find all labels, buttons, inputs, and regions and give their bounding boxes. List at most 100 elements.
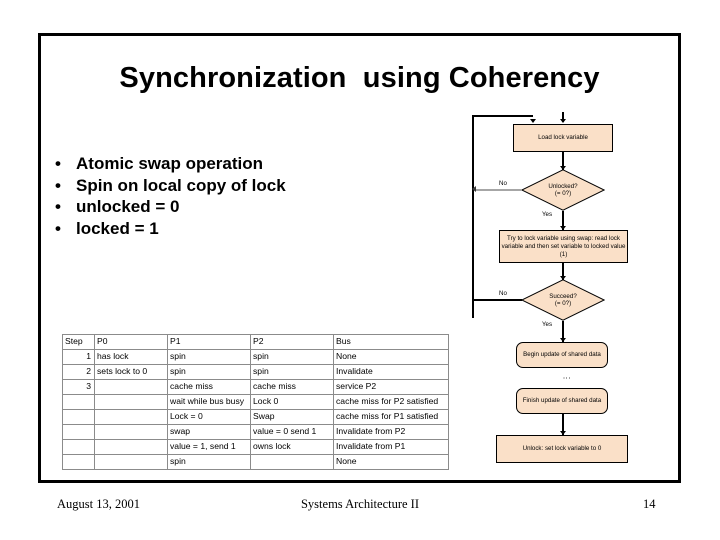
connector-load-to-unlocked bbox=[562, 152, 564, 170]
table-row: 2 sets lock to 0 spin spin Invalidate bbox=[62, 364, 449, 380]
decision-unlocked: Unlocked? (= 0?) bbox=[521, 169, 605, 211]
table-row: 1 has lock spin spin None bbox=[62, 349, 449, 365]
label-no-unlocked: No bbox=[499, 180, 507, 187]
label-yes-unlocked: Yes bbox=[542, 211, 553, 218]
cell-p2: value = 0 send 1 bbox=[250, 424, 334, 440]
cell-p1: spin bbox=[167, 349, 251, 365]
cell-p1: swap bbox=[167, 424, 251, 440]
cell-step bbox=[62, 439, 95, 455]
cell-p1: wait while bus busy bbox=[167, 394, 251, 410]
arrow-to-unlocked bbox=[559, 166, 566, 170]
cell-p2: spin bbox=[250, 349, 334, 365]
table-row: Lock = 0 Swap cache miss for P1 satisfie… bbox=[62, 409, 449, 425]
cell-p1: spin bbox=[167, 454, 251, 470]
cell-step bbox=[62, 394, 95, 410]
table-row: 3 cache miss cache miss service P2 bbox=[62, 379, 449, 395]
cell-p2: spin bbox=[250, 364, 334, 380]
label-yes-succeed: Yes bbox=[542, 321, 553, 328]
cell-bus: Invalidate from P1 bbox=[333, 439, 449, 455]
bullet-text: Spin on local copy of lock bbox=[76, 175, 286, 195]
cell-step: 2 bbox=[62, 364, 95, 380]
decision-unlocked-label: Unlocked? (= 0?) bbox=[548, 182, 578, 198]
branch-yes-succeed bbox=[562, 321, 564, 342]
cell-step bbox=[62, 424, 95, 440]
column-header-step: Step bbox=[62, 334, 95, 350]
decision-succeed-label: Succeed? (= 0?) bbox=[549, 292, 577, 308]
cell-p0 bbox=[94, 379, 168, 395]
table-row: swap value = 0 send 1 Invalidate from P2 bbox=[62, 424, 449, 440]
cell-p1: Lock = 0 bbox=[167, 409, 251, 425]
table-header-row: Step P0 P1 P2 Bus bbox=[62, 334, 449, 350]
arrow-to-succeed bbox=[559, 276, 566, 280]
table-row: spin None bbox=[62, 454, 449, 470]
cell-p2: Swap bbox=[250, 409, 334, 425]
arrow-entry bbox=[559, 119, 566, 123]
cell-p0: sets lock to 0 bbox=[94, 364, 168, 380]
cell-step: 3 bbox=[62, 379, 95, 395]
column-header-p1: P1 bbox=[167, 334, 251, 350]
cell-bus: cache miss for P2 satisfied bbox=[333, 394, 449, 410]
branch-no-unlocked bbox=[476, 189, 522, 191]
connector-trylock-to-succeed bbox=[562, 263, 564, 280]
cell-bus: cache miss for P1 satisfied bbox=[333, 409, 449, 425]
cell-p0 bbox=[94, 394, 168, 410]
list-item: • Atomic swap operation bbox=[55, 154, 295, 175]
cell-p0 bbox=[94, 439, 168, 455]
node-begin-update: Begin update of shared data bbox=[516, 342, 608, 368]
arrow-to-unlock bbox=[559, 431, 566, 435]
cell-p2: Lock 0 bbox=[250, 394, 334, 410]
cell-step bbox=[62, 409, 95, 425]
decision-succeed: Succeed? (= 0?) bbox=[521, 279, 605, 321]
node-unlock: Unlock: set lock variable to 0 bbox=[496, 435, 628, 463]
list-item: • Spin on local copy of lock bbox=[55, 176, 295, 197]
node-try-lock-variable: Try to lock variable using swap: read lo… bbox=[499, 230, 628, 263]
node-finish-update: Finish update of shared data bbox=[516, 388, 608, 414]
bullet-marker-icon: • bbox=[55, 175, 61, 195]
ellipsis-icon: ⋮ bbox=[562, 374, 571, 382]
cell-bus: Invalidate from P2 bbox=[333, 424, 449, 440]
execution-trace-table: Step P0 P1 P2 Bus 1 has lock spin spin N… bbox=[62, 334, 449, 470]
cell-p2: cache miss bbox=[250, 379, 334, 395]
footer-page-number: 14 bbox=[643, 497, 656, 511]
cell-p2 bbox=[250, 454, 334, 470]
cell-bus: None bbox=[333, 349, 449, 365]
column-header-p0: P0 bbox=[94, 334, 168, 350]
cell-p1: spin bbox=[167, 364, 251, 380]
arrow-into-load bbox=[530, 119, 536, 123]
footer-date: August 13, 2001 bbox=[57, 497, 140, 511]
arrow-yes-unlocked bbox=[559, 226, 566, 230]
bullet-marker-icon: • bbox=[55, 197, 61, 217]
branch-no-succeed bbox=[472, 299, 522, 301]
cell-step bbox=[62, 454, 95, 470]
cell-step: 1 bbox=[62, 349, 95, 365]
cell-p0 bbox=[94, 454, 168, 470]
diamond-shape-icon bbox=[521, 169, 605, 211]
cell-bus: service P2 bbox=[333, 379, 449, 395]
lock-acquisition-flowchart: Load lock variable Unlocked? (= 0?) No Y… bbox=[468, 112, 668, 472]
entry-line bbox=[562, 112, 564, 122]
cell-bus: Invalidate bbox=[333, 364, 449, 380]
bullet-text: locked = 1 bbox=[76, 219, 159, 239]
table-row: value = 1, send 1 owns lock Invalidate f… bbox=[62, 439, 449, 455]
bullet-list: • Atomic swap operation • Spin on local … bbox=[55, 154, 295, 241]
list-item: • locked = 1 bbox=[55, 219, 295, 240]
connector-finish-to-unlock bbox=[562, 414, 564, 435]
cell-p0 bbox=[94, 409, 168, 425]
arrow-yes-succeed bbox=[559, 338, 566, 342]
bullet-text: Atomic swap operation bbox=[76, 154, 264, 173]
cell-p2: owns lock bbox=[250, 439, 334, 455]
bullet-text: unlocked = 0 bbox=[76, 197, 180, 217]
cell-p1: cache miss bbox=[167, 379, 251, 395]
table-row: wait while bus busy Lock 0 cache miss fo… bbox=[62, 394, 449, 410]
page-title: Synchronization using Coherency bbox=[119, 62, 600, 94]
feedback-loop-top bbox=[472, 115, 533, 117]
cell-p0: has lock bbox=[94, 349, 168, 365]
bullet-marker-icon: • bbox=[55, 219, 61, 239]
cell-p1: value = 1, send 1 bbox=[167, 439, 251, 455]
footer-course-title: Systems Architecture II bbox=[300, 497, 420, 511]
cell-bus: None bbox=[333, 454, 449, 470]
bullet-marker-icon: • bbox=[55, 154, 61, 173]
feedback-loop-rail bbox=[472, 115, 474, 318]
column-header-bus: Bus bbox=[333, 334, 449, 350]
cell-p0 bbox=[94, 424, 168, 440]
